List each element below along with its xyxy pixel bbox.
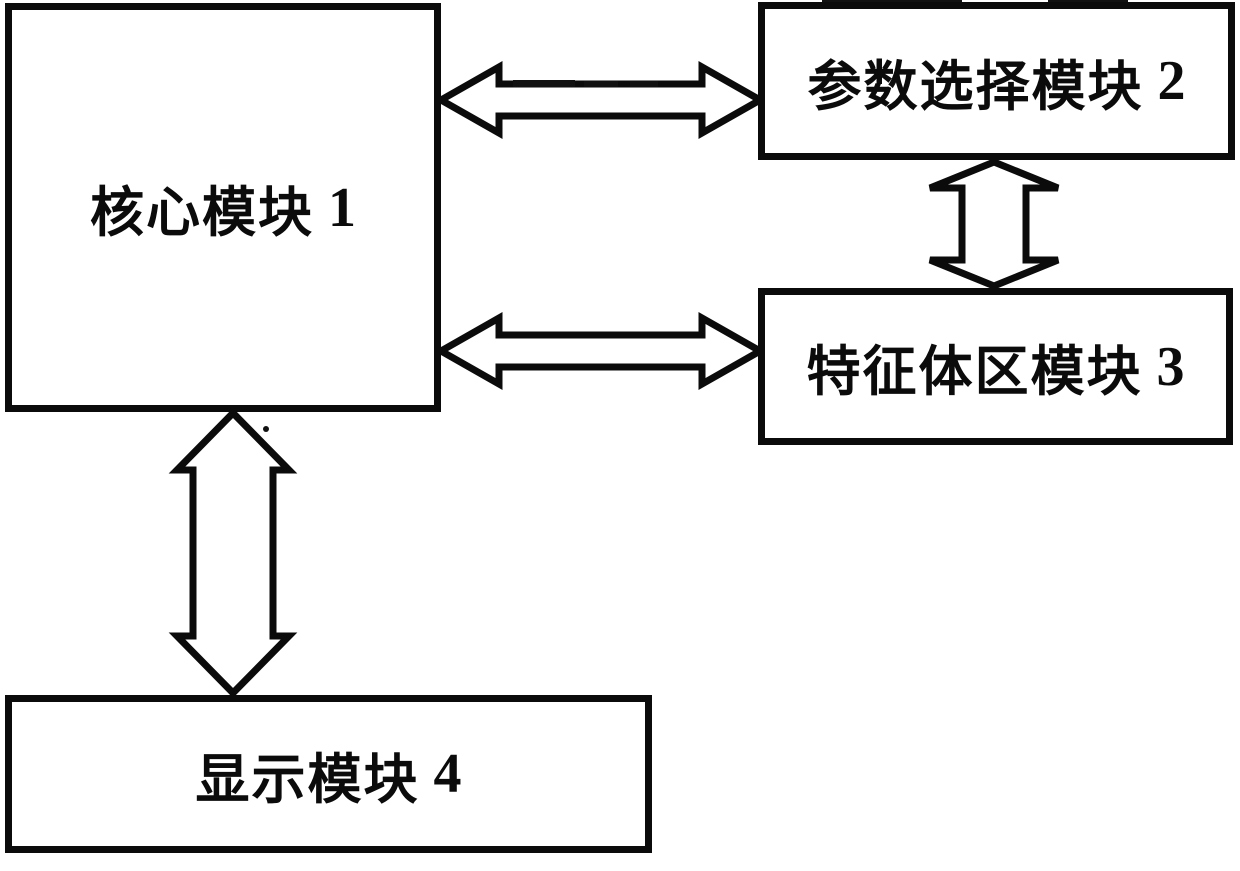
arrow-core-param [433, 60, 768, 140]
box-display-module: 显示模块 4 [5, 695, 652, 853]
box-display-label: 显示模块 [195, 749, 420, 810]
arrow-core-feature [433, 311, 768, 391]
arrow-param-feature [928, 158, 1060, 290]
box-param-label: 参数选择模块 [807, 56, 1144, 117]
box-core-module: 核心模块 1 [5, 3, 441, 412]
box-feature-label: 特征体区模块 [806, 342, 1143, 402]
box-core-label: 核心模块 [90, 183, 314, 243]
box-display-number: 4 [433, 743, 462, 805]
box-parameter-selection-module: 参数选择模块 2 [758, 2, 1235, 160]
box-param-number: 2 [1157, 50, 1186, 112]
scan-speck [263, 426, 269, 432]
box-feature-number: 3 [1156, 335, 1185, 398]
box-core-number: 1 [328, 176, 356, 239]
box-feature-body-region-module: 特征体区模块 3 [758, 288, 1233, 445]
arrow-core-display [168, 408, 298, 698]
